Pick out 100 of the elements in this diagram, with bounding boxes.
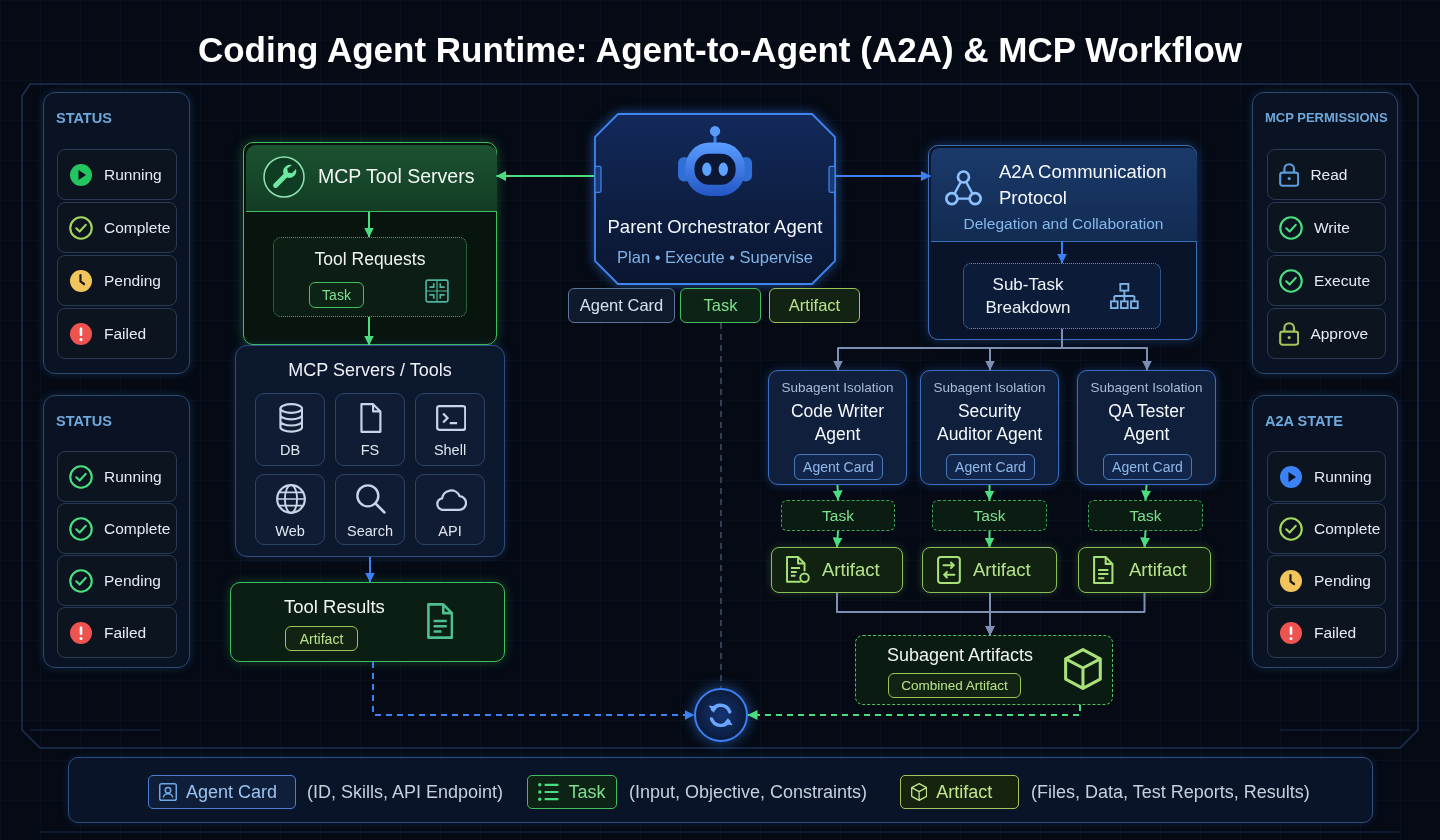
- panel-header: [930, 147, 1197, 242]
- task-box: Task: [781, 500, 895, 531]
- isolation-label: Subagent Isolation: [932, 380, 1047, 395]
- arrow: [1140, 530, 1151, 548]
- panel-subtitle: Delegation and Collaboration: [962, 215, 1165, 233]
- tag-label: Artifact: [936, 781, 993, 803]
- panel-heading: A2A STATE: [1265, 413, 1344, 429]
- row-label: Failed: [104, 623, 147, 642]
- status-row: [57, 149, 177, 200]
- status-row: [57, 503, 177, 554]
- side-panel: [43, 395, 190, 668]
- type-tag: Agent Card: [1103, 454, 1192, 480]
- arrow: [832, 484, 843, 501]
- row-label: Execute: [1314, 271, 1370, 290]
- tool-tile: [335, 474, 405, 545]
- arrow: [832, 530, 843, 548]
- type-tag: Artifact: [769, 288, 860, 323]
- box-title: Sub-Task Breakdown: [984, 274, 1072, 320]
- arrow: [364, 316, 374, 346]
- tool-tile: [335, 393, 405, 466]
- legend-tag: [527, 775, 617, 809]
- box-title: Artifact: [822, 558, 880, 582]
- subagent-card: [920, 370, 1059, 485]
- side-panel: [1252, 92, 1398, 374]
- subagent-card: [1077, 370, 1216, 485]
- row-label: Running: [104, 165, 162, 184]
- panel-heading: MCP PERMISSIONS: [1265, 110, 1389, 125]
- arrow: [984, 484, 995, 501]
- row-label: Complete: [104, 218, 171, 237]
- legend-bar: [68, 757, 1373, 823]
- tile-label: Web: [274, 522, 306, 540]
- task-box: Task: [932, 500, 1047, 531]
- type-tag: Artifact: [285, 626, 358, 651]
- row-label: Running: [104, 467, 162, 486]
- status-row: [1267, 555, 1386, 606]
- tile-label: Shell: [432, 441, 468, 459]
- arrow: [365, 556, 375, 583]
- arrow: [835, 171, 932, 181]
- box-title: Artifact: [973, 558, 1031, 582]
- tool-tile: [255, 474, 325, 545]
- diagram-title: Coding Agent Runtime: Agent-to-Agent (A2A) & MCP Workflow: [197, 29, 1243, 71]
- tool-tile: [255, 393, 325, 466]
- row-label: Complete: [104, 519, 171, 538]
- legend-tag: [148, 775, 296, 809]
- agent-title: QA Tester Agent: [1107, 400, 1186, 446]
- task-box: Task: [1088, 500, 1203, 531]
- row-label: Pending: [1314, 571, 1371, 590]
- status-row: [57, 451, 177, 502]
- panel-header: [245, 144, 497, 212]
- row-label: Write: [1314, 218, 1350, 237]
- arrow: [1141, 484, 1152, 501]
- box-title: Artifact: [1129, 558, 1187, 582]
- legend-description: (Input, Objective, Constraints): [629, 780, 868, 804]
- box-title: Tool Results: [284, 596, 385, 618]
- arrow: [985, 592, 1146, 636]
- arrow: [364, 210, 374, 238]
- row-label: Running: [1314, 467, 1372, 486]
- agent-title: Security Auditor Agent: [935, 400, 1044, 446]
- sync-circle: [694, 688, 748, 742]
- box-title: Tool Requests: [313, 249, 427, 270]
- legend-description: (ID, Skills, API Endpoint): [307, 780, 504, 804]
- status-row: [1267, 202, 1386, 253]
- row-label: Complete: [1314, 519, 1381, 538]
- tool-tile: [415, 393, 485, 466]
- row-label: Pending: [104, 271, 161, 290]
- type-tag: Agent Card: [568, 288, 675, 323]
- dashed-arrow: [372, 661, 695, 720]
- row-label: Read: [1310, 165, 1348, 184]
- row-label: Approve: [1310, 324, 1369, 343]
- panel-heading: STATUS: [56, 110, 113, 126]
- tag-label: Agent Card: [186, 781, 278, 803]
- status-row: [1267, 308, 1386, 359]
- artifact-box: [922, 547, 1057, 593]
- panel-heading: STATUS: [56, 413, 113, 429]
- agent-title: Parent Orchestrator Agent: [606, 216, 824, 238]
- orchestrator-panel: [594, 113, 836, 285]
- protocol-panel: [928, 145, 1197, 340]
- arrow: [1057, 240, 1067, 264]
- side-panel: [43, 92, 190, 374]
- artifacts-box: [855, 635, 1113, 705]
- box-title: Subagent Artifacts: [887, 645, 1034, 666]
- status-row: [57, 202, 177, 253]
- arrow: [495, 171, 595, 181]
- agent-title: Code Writer Agent: [789, 400, 885, 446]
- artifact-box: [771, 547, 903, 593]
- isolation-label: Subagent Isolation: [780, 380, 895, 395]
- status-row: [1267, 149, 1386, 200]
- tile-label: DB: [278, 441, 302, 459]
- isolation-label: Subagent Isolation: [1089, 380, 1204, 395]
- legend-tag: [900, 775, 1019, 809]
- tile-label: FS: [359, 441, 381, 459]
- type-tag: Task: [680, 288, 761, 323]
- servers-panel: [235, 345, 505, 557]
- tile-label: Search: [346, 522, 394, 540]
- type-tag: Task: [309, 282, 364, 308]
- tag-label: Task: [568, 781, 606, 803]
- row-label: Pending: [104, 571, 161, 590]
- status-row: [57, 255, 177, 306]
- side-panel: [1252, 395, 1398, 668]
- status-row: [1267, 255, 1386, 306]
